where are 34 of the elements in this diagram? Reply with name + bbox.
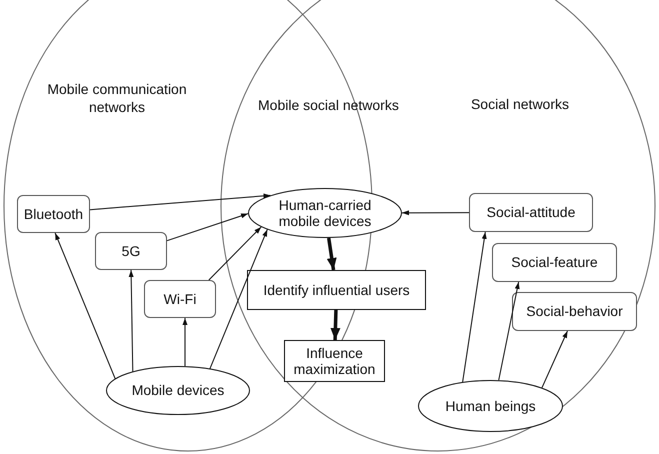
arrow [498,282,520,381]
arrow [330,310,340,340]
node-label: Identify influential users [263,282,410,298]
arrow [462,232,487,382]
circle-heading: Social networks [470,95,570,114]
process-box [17,195,90,233]
process-box [512,292,637,331]
process-box [95,232,167,270]
arrow [208,226,262,280]
arrow [326,238,337,270]
process-box [492,243,617,282]
arrow [54,232,116,380]
process-box [144,280,216,318]
arrow [90,193,271,210]
arrow [541,330,568,388]
node-label: Social-feature [511,254,598,271]
arrow [210,229,268,370]
node-label: Social-attitude [486,204,576,221]
node-label: Wi-Fi [164,290,196,308]
arrow [182,318,188,367]
node-label: Influence maximization [292,344,376,378]
node-label: Mobile devices [132,382,224,399]
arrow [128,270,134,372]
node-label: Social-behavior [526,303,623,320]
node-label: Human-carried mobile devices [278,196,372,230]
arrow [166,213,249,242]
ellipse-node [106,366,250,415]
arrow [402,210,470,216]
node-label: 5G [122,242,140,260]
ellipse-node [418,380,563,432]
node-label: Bluetooth [24,206,84,222]
circle-heading: Mobile communication networks [46,80,188,116]
node-label: Human beings [445,398,536,414]
process-box [469,193,593,232]
